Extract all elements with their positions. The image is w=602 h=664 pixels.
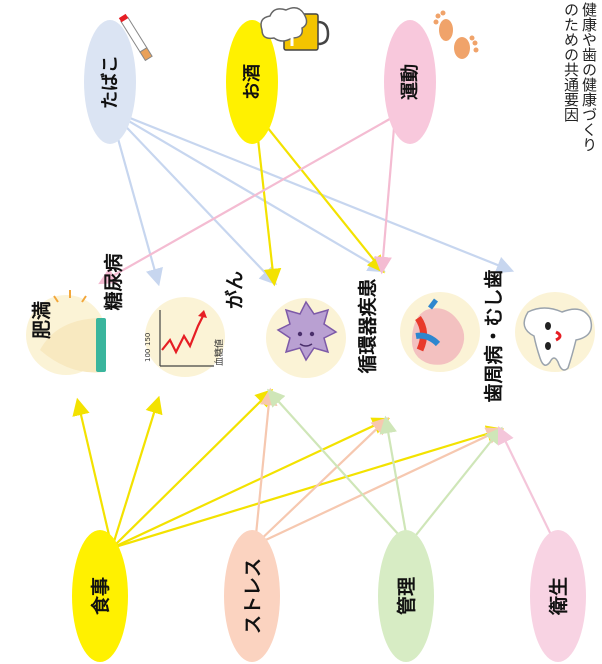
disease-label-junkan: 循環器疾患 (356, 278, 379, 373)
cause-oval-kanri[interactable] (378, 530, 434, 662)
link-kanri-shishu (407, 426, 503, 546)
heart-icon (411, 298, 465, 365)
blood-sugar-axis-label: 血糖値 (213, 339, 225, 366)
link-undou-junkan (374, 115, 397, 275)
cause-label-eisei: 衛生 (547, 577, 570, 616)
blood-sugar-graph-icon: 150 100 血糖値 (144, 310, 225, 367)
link-undou-himan (98, 115, 396, 285)
caption-line-1: 健康や歯の健康づくり (580, 2, 598, 152)
link-kanri-gan (267, 388, 409, 546)
cause-label-osake: お酒 (241, 64, 263, 100)
footprints-icon (433, 10, 479, 59)
link-tabako-gan (109, 109, 278, 286)
cause-oval-osake[interactable] (226, 20, 278, 144)
cause-oval-eisei[interactable] (530, 530, 586, 662)
cause-oval-shokuji[interactable] (72, 530, 128, 662)
link-osake-junkan (254, 111, 385, 274)
bottom-causes: 食事 ストレス 管理 衛生 (72, 530, 586, 662)
caption-line-2: のための共通要因 (562, 2, 580, 122)
link-shokuji-junkan (111, 417, 390, 549)
cigarette-icon (118, 13, 153, 62)
link-stress-junkan (254, 416, 390, 546)
belly-icon (40, 290, 106, 373)
cause-label-stress: ストレス (242, 558, 264, 634)
link-stress-shishu (254, 427, 504, 546)
link-shokuji-himan (72, 397, 114, 549)
cause-label-tabako: たばこ (100, 55, 121, 109)
cause-oval-stress[interactable] (224, 530, 280, 662)
tick-100: 100 (144, 349, 152, 362)
tick-150: 150 (144, 333, 152, 346)
link-tabako-shishu (109, 108, 515, 274)
cancer-cell-icon (276, 300, 338, 362)
link-shokuji-gan (111, 388, 274, 549)
link-shokuji-shishu (111, 425, 505, 550)
link-tabako-junkan (109, 109, 386, 273)
disease-label-himan: 肥満 (31, 301, 53, 339)
link-kanri-junkan (379, 415, 410, 546)
disease-label-gan: がん (223, 271, 246, 309)
links-layer (72, 108, 557, 550)
cause-oval-tabako[interactable] (84, 20, 136, 144)
disease-labels: 肥満 糖尿病 がん 循環器疾患 歯周病・むし歯 (31, 253, 505, 402)
beer-mug-icon (260, 7, 330, 51)
disease-layer: 150 100 血糖値 (26, 290, 595, 378)
top-causes: たばこ お酒 運動 (84, 7, 479, 144)
cause-label-kanri: 管理 (395, 577, 418, 615)
caption: 健康や歯の健康づくり のための共通要因 (562, 2, 598, 212)
tooth-icon (523, 307, 593, 371)
cause-oval-undou[interactable] (384, 20, 436, 144)
cause-label-undou: 運動 (399, 64, 421, 100)
link-eisei-shishu (497, 426, 557, 546)
cause-label-shokuji: 食事 (89, 577, 112, 615)
disease-label-shishu: 歯周病・むし歯 (482, 269, 505, 402)
link-shokuji-tonyo (110, 395, 163, 549)
link-stress-gan (253, 387, 278, 546)
disease-label-tonyo: 糖尿病 (102, 253, 125, 310)
